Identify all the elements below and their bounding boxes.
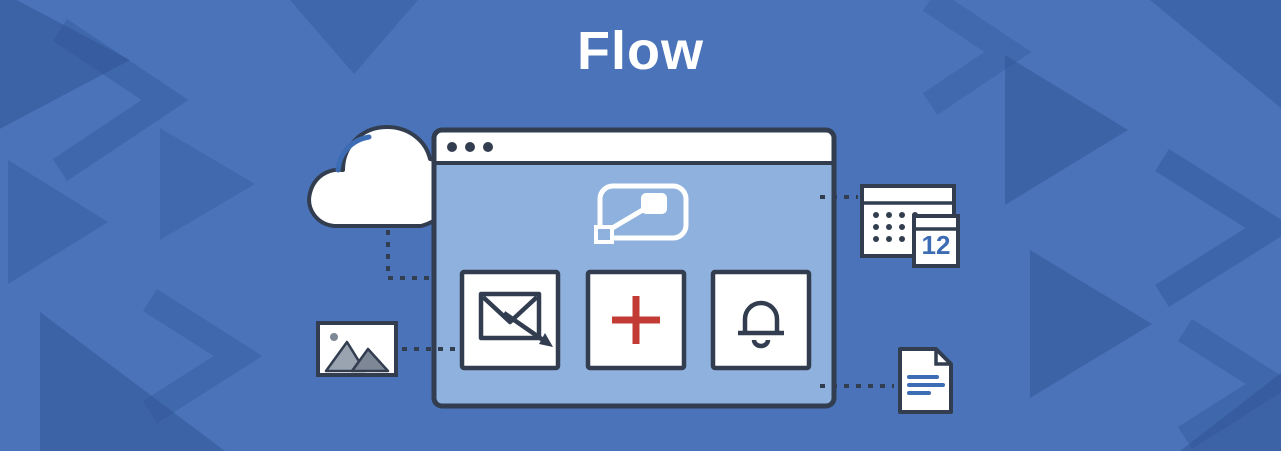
pattern-chevron [52, 19, 189, 181]
flow-logo-link [607, 205, 648, 233]
send-arrow-shaft [502, 311, 545, 342]
pattern-triangle [40, 312, 225, 451]
email-card [459, 269, 561, 371]
pattern-chevron [143, 289, 263, 423]
calendar-day-label: 12 [922, 230, 951, 260]
window-dot [483, 142, 493, 152]
window-dot [447, 142, 457, 152]
document-fold [934, 349, 951, 366]
pattern-triangle [8, 160, 108, 284]
pattern-triangle [1030, 250, 1152, 398]
pattern-triangle [0, 0, 130, 129]
pattern-chevron [1155, 148, 1281, 308]
window-dot [465, 142, 475, 152]
add-icon [612, 296, 660, 344]
flow-logo [594, 183, 689, 244]
pattern-triangle [290, 0, 418, 74]
bell-card [710, 269, 812, 371]
pattern-triangle [1005, 55, 1128, 205]
page-title: Flow [577, 21, 704, 81]
pattern-triangle [160, 128, 255, 240]
flow-logo-node-filled [641, 193, 667, 214]
window-frame [431, 127, 837, 409]
photo-icon [316, 321, 398, 377]
add-card [585, 269, 687, 371]
photo-mountain-back [324, 340, 367, 373]
connector-cloud [386, 230, 432, 280]
pattern-chevron [922, 0, 1032, 115]
browser-window [431, 127, 837, 409]
calendar-front-page [912, 214, 960, 268]
cloud-accent-line [335, 134, 372, 173]
photo-sun [330, 333, 338, 341]
photo-mountain-front [350, 347, 390, 373]
notification-bell-icon [738, 300, 784, 349]
window-dots-icon [447, 142, 493, 152]
send-arrow-head [539, 333, 553, 347]
window-titlebar [434, 130, 834, 163]
pattern-triangle [1150, 0, 1281, 108]
send-email-icon [478, 291, 553, 347]
document-icon [898, 347, 953, 414]
bell-clapper [751, 339, 771, 349]
flow-logo-node-open [594, 225, 614, 244]
document-page [898, 347, 953, 414]
card-frame [710, 269, 812, 371]
bell-dome [742, 300, 780, 331]
calendar-icon: 12 [860, 184, 960, 268]
pattern-triangle [1180, 373, 1281, 451]
flow-logo-loop [597, 183, 689, 241]
envelope-flap [481, 295, 539, 325]
